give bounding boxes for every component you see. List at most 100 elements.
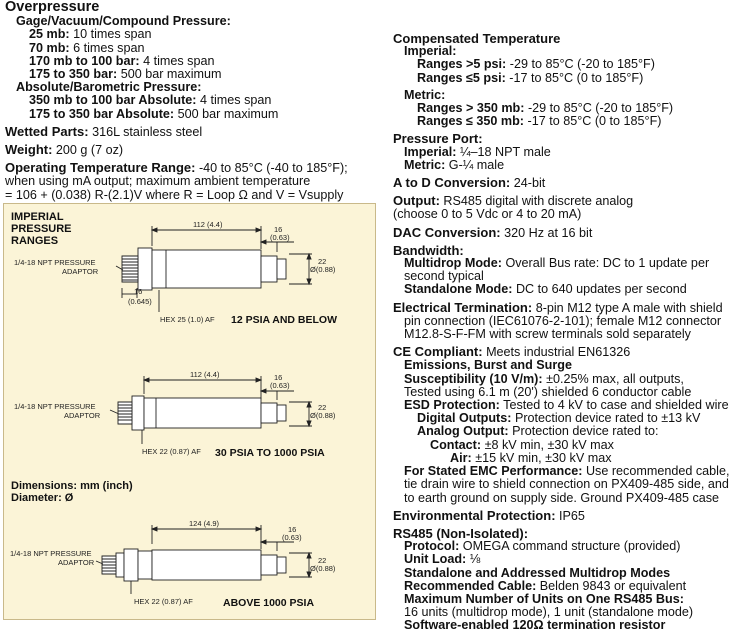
gage-value: 6 times span <box>73 40 145 55</box>
anaout-label: Analog Output: <box>417 424 509 439</box>
sensor-drawings: 112 (4.4) 16 (0.63) 22 Ø(0.88) 1/4-18 NP… <box>10 220 337 609</box>
multidrop-line2: second typical <box>404 269 484 284</box>
contact-label: Contact: <box>430 437 482 452</box>
dac-label: DAC Conversion: <box>393 224 501 240</box>
sensor-drawing-2 <box>109 376 312 444</box>
range-label: Ranges >5 psi: <box>417 57 507 72</box>
elec-line2: pin connection (IEC61076-2-101); female … <box>404 313 722 328</box>
abs-row: 350 mb to 100 bar Absolute: 4 times span <box>5 94 377 107</box>
wetted-value: 316L stainless steel <box>92 124 203 139</box>
gage-row: 25 mb: 10 times span <box>5 28 377 41</box>
weight-label: Weight: <box>5 142 53 158</box>
reccable-label: Recommended Cable: <box>404 578 537 593</box>
emc-label: For Stated EMC Performance: <box>404 464 583 479</box>
diameter-line: Diameter: Ø <box>11 492 74 504</box>
standalone-value: DC to 640 updates per second <box>515 282 687 297</box>
d2-range-label: 30 PSIA TO 1000 PSIA <box>215 447 325 459</box>
d3-hex: HEX 22 (0.87) AF <box>134 597 193 606</box>
optemp-label: Operating Temperature Range: <box>5 160 196 176</box>
emc-performance: For Stated EMC Performance: Use recommen… <box>393 464 748 479</box>
protocol: Protocol: OMEGA command structure (provi… <box>393 540 748 553</box>
max-units-heading: Maximum Number of Units on One RS485 Bus… <box>404 591 684 606</box>
d1-length: 112 (4.4) <box>193 220 223 229</box>
multidrop-value: Overall Bus rate: DC to 1 update per <box>505 256 710 271</box>
optemp-line2: when using mA output; maximum ambient te… <box>5 174 311 189</box>
imperial-row: Ranges ≤5 psi: -17 to 85°C (0 to 185°F) <box>393 70 748 85</box>
gage-row: 70 mb: 6 times span <box>5 40 377 55</box>
d1-thread-inch: (0.645) <box>128 297 152 306</box>
environmental-protection: Environmental Protection: IP65 <box>393 509 748 523</box>
air-value: ±15 kV min, ±30 kV max <box>475 450 612 465</box>
standalone-addressed: Standalone and Addressed Multidrop Modes <box>404 565 671 580</box>
emc-line2: tie drain wire to shield connection on P… <box>404 477 729 492</box>
susceptibility: Susceptibility (10 V/m): ±0.25% max, all… <box>393 371 748 386</box>
d3-adaptor-2: ADAPTOR <box>58 558 95 567</box>
susc-line2: Tested using 6.1 m (20') shielded 6 cond… <box>404 384 692 399</box>
port-metric: Metric: G-¼ male <box>393 157 748 172</box>
d2-end: 16 <box>274 373 282 382</box>
imperial-heading: Imperial: <box>404 44 457 59</box>
digout-label: Digital Outputs: <box>417 411 512 426</box>
standalone-mode: Standalone Mode: DC to 640 updates per s… <box>393 283 748 296</box>
recommended-cable: Recommended Cable: Belden 9843 or equiva… <box>393 578 748 593</box>
electrical-termination: Electrical Termination: 8-pin M12 type A… <box>393 301 748 315</box>
d3-diameter: 22 <box>318 556 326 565</box>
analog-output: Analog Output: Protection device rated t… <box>393 425 748 438</box>
abs-range: 175 to 350 bar Absolute: <box>29 106 175 121</box>
d2-diameter: 22 <box>318 403 326 412</box>
susc-label: Susceptibility (10 V/m): <box>404 371 543 386</box>
gage-range: 70 mb: <box>29 40 70 55</box>
range-label: Ranges ≤ 350 mb: <box>417 114 524 129</box>
abs-value: 500 bar maximum <box>177 106 279 121</box>
range-label: Ranges > 350 mb: <box>417 101 525 116</box>
range-value: -17 to 85°C (0 to 185°F) <box>509 70 644 85</box>
gage-range: 170 mb to 100 bar: <box>29 53 140 68</box>
emc-value: Use recommended cable, <box>585 464 730 479</box>
imperial-row: Ranges >5 psi: -29 to 85°C (-20 to 185°F… <box>393 58 748 71</box>
gage-row: 175 to 350 bar: 500 bar maximum <box>5 67 377 81</box>
d3-adaptor: 1/4-18 NPT PRESSURE <box>10 549 92 558</box>
port-imperial: Imperial: ¼–18 NPT male <box>393 145 748 159</box>
wetted-parts: Wetted Parts: 316L stainless steel <box>5 125 377 139</box>
weight: Weight: 200 g (7 oz) <box>5 143 377 157</box>
reccable-value: Belden 9843 or equivalent <box>539 578 687 593</box>
d2-length: 112 (4.4) <box>190 370 220 379</box>
range-value: -29 to 85°C (-20 to 185°F) <box>509 57 655 72</box>
rs485-heading: RS485 (Non-Isolated): <box>393 525 529 541</box>
dimensions-line: Dimensions: mm (inch) <box>11 480 133 492</box>
left-column: Overpressure Gage/Vacuum/Compound Pressu… <box>5 0 377 202</box>
d2-end-inch: (0.63) <box>270 381 290 390</box>
elec-label: Electrical Termination: <box>393 299 533 315</box>
pressure-port-heading: Pressure Port: <box>393 131 483 147</box>
air: Air: ±15 kV min, ±30 kV max <box>393 450 748 465</box>
unit-load: Unit Load: ⅛ <box>393 553 748 566</box>
optemp-line3: = 106 + (0.038) R-(2.1)V where R = Loop … <box>5 187 344 202</box>
dac-conversion: DAC Conversion: 320 Hz at 16 bit <box>393 226 748 240</box>
port-metric-label: Metric: <box>404 157 446 172</box>
metric-row: Ranges ≤ 350 mb: -17 to 85°C (0 to 185°F… <box>393 115 748 128</box>
a-to-d: A to D Conversion: 24-bit <box>393 176 748 190</box>
contact-value: ±8 kV min, ±30 kV max <box>484 437 614 452</box>
contact: Contact: ±8 kV min, ±30 kV max <box>393 437 748 452</box>
atod-label: A to D Conversion: <box>393 175 511 191</box>
imperial-ranges-panel: IMPERIAL PRESSURE RANGES Dimensions: mm … <box>3 203 376 620</box>
dac-value: 320 Hz at 16 bit <box>504 225 593 240</box>
multidrop-mode: Multidrop Mode: Overall Bus rate: DC to … <box>393 256 748 271</box>
emissions-heading: Emissions, Burst and Surge <box>404 358 572 373</box>
d1-diameter: 22 <box>318 257 326 266</box>
air-label: Air: <box>450 450 472 465</box>
optemp-value: -40 to 85°C (-40 to 185°F); <box>198 161 348 176</box>
digital-outputs: Digital Outputs: Protection device rated… <box>393 412 748 425</box>
d3-range-label: ABOVE 1000 PSIA <box>223 597 314 609</box>
atod-value: 24-bit <box>513 176 546 191</box>
max-units-value: 16 units (multidrop mode), 1 unit (stand… <box>404 605 694 620</box>
d2-adaptor: 1/4-18 NPT PRESSURE <box>14 402 96 411</box>
d1-thread: 16 <box>134 287 142 296</box>
abs-heading: Absolute/Barometric Pressure: <box>16 80 202 95</box>
esd-label: ESD Protection: <box>404 398 500 413</box>
protocol-value: OMEGA command structure (provided) <box>462 539 681 554</box>
output-value: RS485 digital with discrete analog <box>443 194 634 209</box>
d1-range-label: 12 PSIA AND BELOW <box>231 314 337 326</box>
d1-diameter-inch: Ø(0.88) <box>310 265 336 274</box>
panel-title: IMPERIAL PRESSURE RANGES <box>11 211 72 247</box>
